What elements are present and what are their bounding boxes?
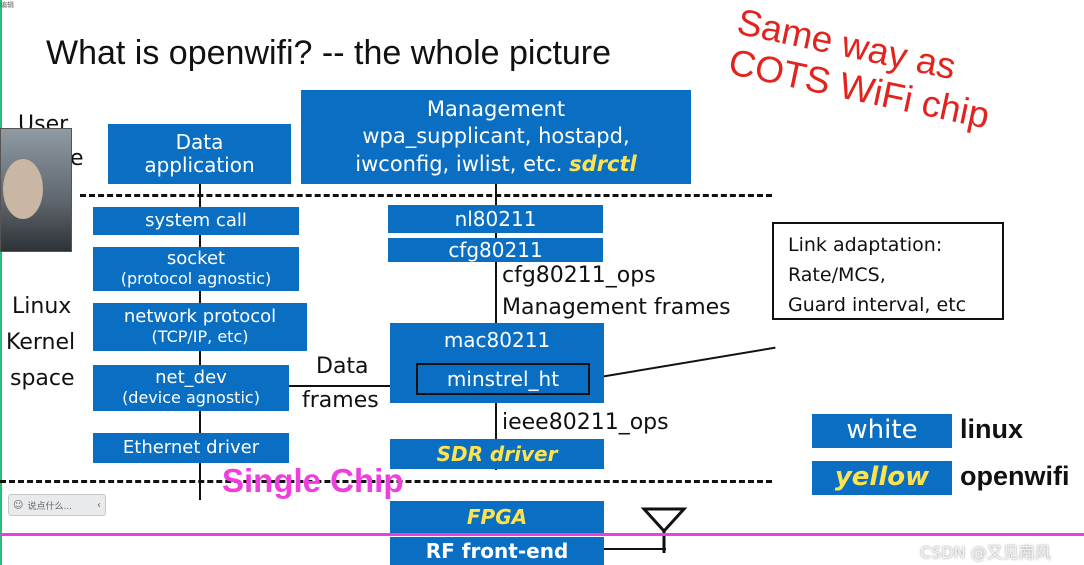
link-adaptation-line-2: Rate/MCS,: [788, 264, 886, 286]
link-adaptation-line-3: Guard interval, etc: [788, 294, 967, 316]
watermark: CSDN @又见南风: [920, 543, 1051, 562]
kernel-hardware-divider: [0, 480, 772, 483]
rf-frontend-label: RF front-end: [425, 538, 569, 563]
data-application-box: Data application: [108, 124, 291, 184]
cfg80211-ops-label: cfg80211_ops: [502, 263, 656, 288]
management-frames-label: Management frames: [502, 295, 731, 320]
cfg80211-label: cfg80211: [448, 237, 543, 262]
network-protocol-line-1: network protocol: [123, 306, 277, 328]
nl80211-box: nl80211: [388, 205, 603, 233]
handwritten-note: Same way as COTS WiFi chip: [725, 1, 1035, 144]
net-dev-line-1: net_dev: [155, 367, 227, 389]
user-space-label-2: e: [70, 146, 84, 171]
network-protocol-box: network protocol (TCP/IP, etc): [93, 303, 307, 351]
system-call-box: system call: [93, 207, 299, 235]
chevron-left-icon[interactable]: ‹: [97, 499, 101, 511]
nl80211-label: nl80211: [454, 206, 537, 231]
ethernet-driver-label: Ethernet driver: [122, 436, 260, 458]
frames-label: frames: [302, 388, 379, 413]
single-chip-label: Single Chip: [222, 462, 404, 499]
management-line-1: Management: [426, 97, 566, 122]
management-line-2: wpa_supplicant, hostapd,: [362, 124, 630, 149]
emoji-icon[interactable]: ☺: [13, 499, 24, 511]
management-line-3: iwconfig, iwlist, etc. sdrctl: [355, 151, 636, 178]
webcam-thumbnail: [0, 128, 72, 252]
net-dev-line-2: (device agnostic): [122, 388, 260, 408]
user-kernel-divider: [80, 194, 772, 197]
legend-yellow-key: yellow: [834, 462, 930, 493]
fpga-label: FPGA: [466, 505, 528, 529]
management-tools: iwconfig, iwlist, etc.: [355, 151, 563, 176]
socket-box: socket (protocol agnostic): [93, 247, 299, 291]
socket-line-1: socket: [166, 248, 226, 270]
data-application-line-1: Data: [175, 130, 224, 154]
socket-line-2: (protocol agnostic): [120, 269, 272, 289]
single-chip-boundary: [0, 533, 1084, 536]
rf-frontend-box: RF front-end: [390, 537, 604, 565]
chat-placeholder[interactable]: 说点什么...: [27, 501, 73, 512]
legend-yellow-value: openwifi: [960, 461, 1070, 491]
link-adaptation-callout: Link adaptation: Rate/MCS, Guard interva…: [772, 222, 1004, 320]
link-adaptation-line-1: Link adaptation:: [788, 234, 943, 256]
rf-antenna-connector: [600, 548, 666, 550]
space-label: space: [10, 366, 75, 391]
data-application-line-2: application: [144, 153, 255, 177]
slide-title: What is openwifi? -- the whole picture: [46, 34, 612, 72]
data-frames-connector: [288, 385, 392, 387]
legend-white-swatch: white: [812, 414, 952, 448]
sdr-driver-box: SDR driver: [390, 439, 604, 469]
chat-input-bar[interactable]: ☺ 说点什么... ‹: [8, 494, 106, 516]
cfg80211-box: cfg80211: [388, 238, 603, 262]
corner-tab[interactable]: 编辑: [0, 1, 14, 9]
mac80211-label: mac80211: [443, 328, 551, 352]
ieee80211-ops-label: ieee80211_ops: [502, 410, 669, 435]
link-adaptation-connector: [587, 346, 776, 380]
minstrel-ht-box: minstrel_ht: [416, 363, 590, 395]
data-label: Data: [316, 354, 369, 379]
window-edge: [0, 0, 2, 565]
ethernet-driver-box: Ethernet driver: [93, 433, 289, 463]
net-dev-box: net_dev (device agnostic): [93, 365, 289, 411]
legend-white-value: linux: [960, 414, 1024, 444]
fpga-box: FPGA: [390, 501, 604, 534]
antenna-icon: [640, 507, 688, 553]
kernel-label: Kernel: [6, 330, 76, 355]
network-protocol-line-2: (TCP/IP, etc): [151, 327, 249, 347]
legend-yellow-swatch: yellow: [812, 461, 952, 495]
sdr-driver-label: SDR driver: [436, 441, 558, 466]
legend-white-key: white: [846, 415, 918, 446]
management-box: Management wpa_supplicant, hostapd, iwco…: [301, 90, 691, 184]
system-call-label: system call: [145, 209, 247, 231]
linux-label: Linux: [12, 294, 72, 319]
sdrctl-highlight: sdrctl: [569, 151, 637, 176]
